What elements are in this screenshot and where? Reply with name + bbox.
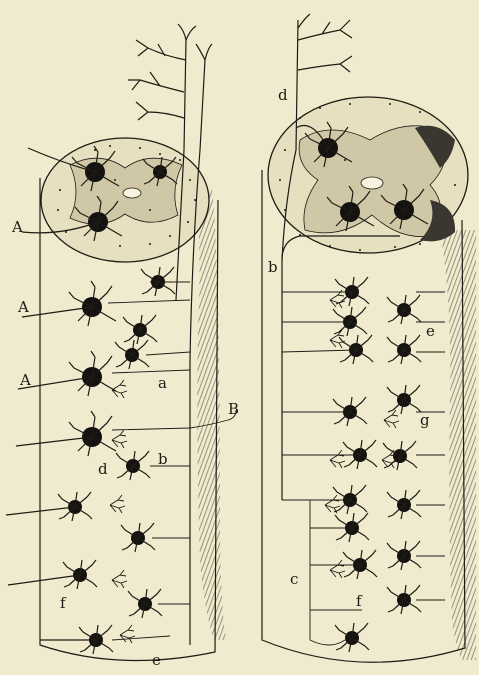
label-left-d: d	[98, 460, 108, 478]
label-right-e: e	[426, 322, 435, 340]
left-spinal-cord: A A A a B b d f e	[6, 24, 239, 669]
right-cord-shading	[440, 230, 476, 660]
right-body-neurons	[333, 277, 421, 652]
label-left-a: a	[158, 374, 167, 392]
label-left-e: e	[152, 651, 161, 669]
right-spinal-cord: d b e g c f	[262, 14, 476, 662]
label-right-g: g	[420, 411, 430, 429]
label-right-d: d	[278, 86, 288, 104]
left-cord-shading	[196, 190, 226, 640]
label-left-f: f	[60, 594, 67, 612]
label-left-A2: A	[17, 298, 29, 316]
label-left-A1: A	[11, 218, 23, 236]
label-right-f: f	[356, 592, 363, 610]
label-right-c: c	[290, 570, 298, 588]
label-left-b: b	[158, 450, 168, 468]
right-central-canal	[361, 177, 383, 189]
left-central-canal	[123, 188, 141, 198]
label-right-b: b	[268, 258, 278, 276]
label-left-B: B	[228, 400, 239, 418]
label-left-A3: A	[19, 371, 31, 389]
